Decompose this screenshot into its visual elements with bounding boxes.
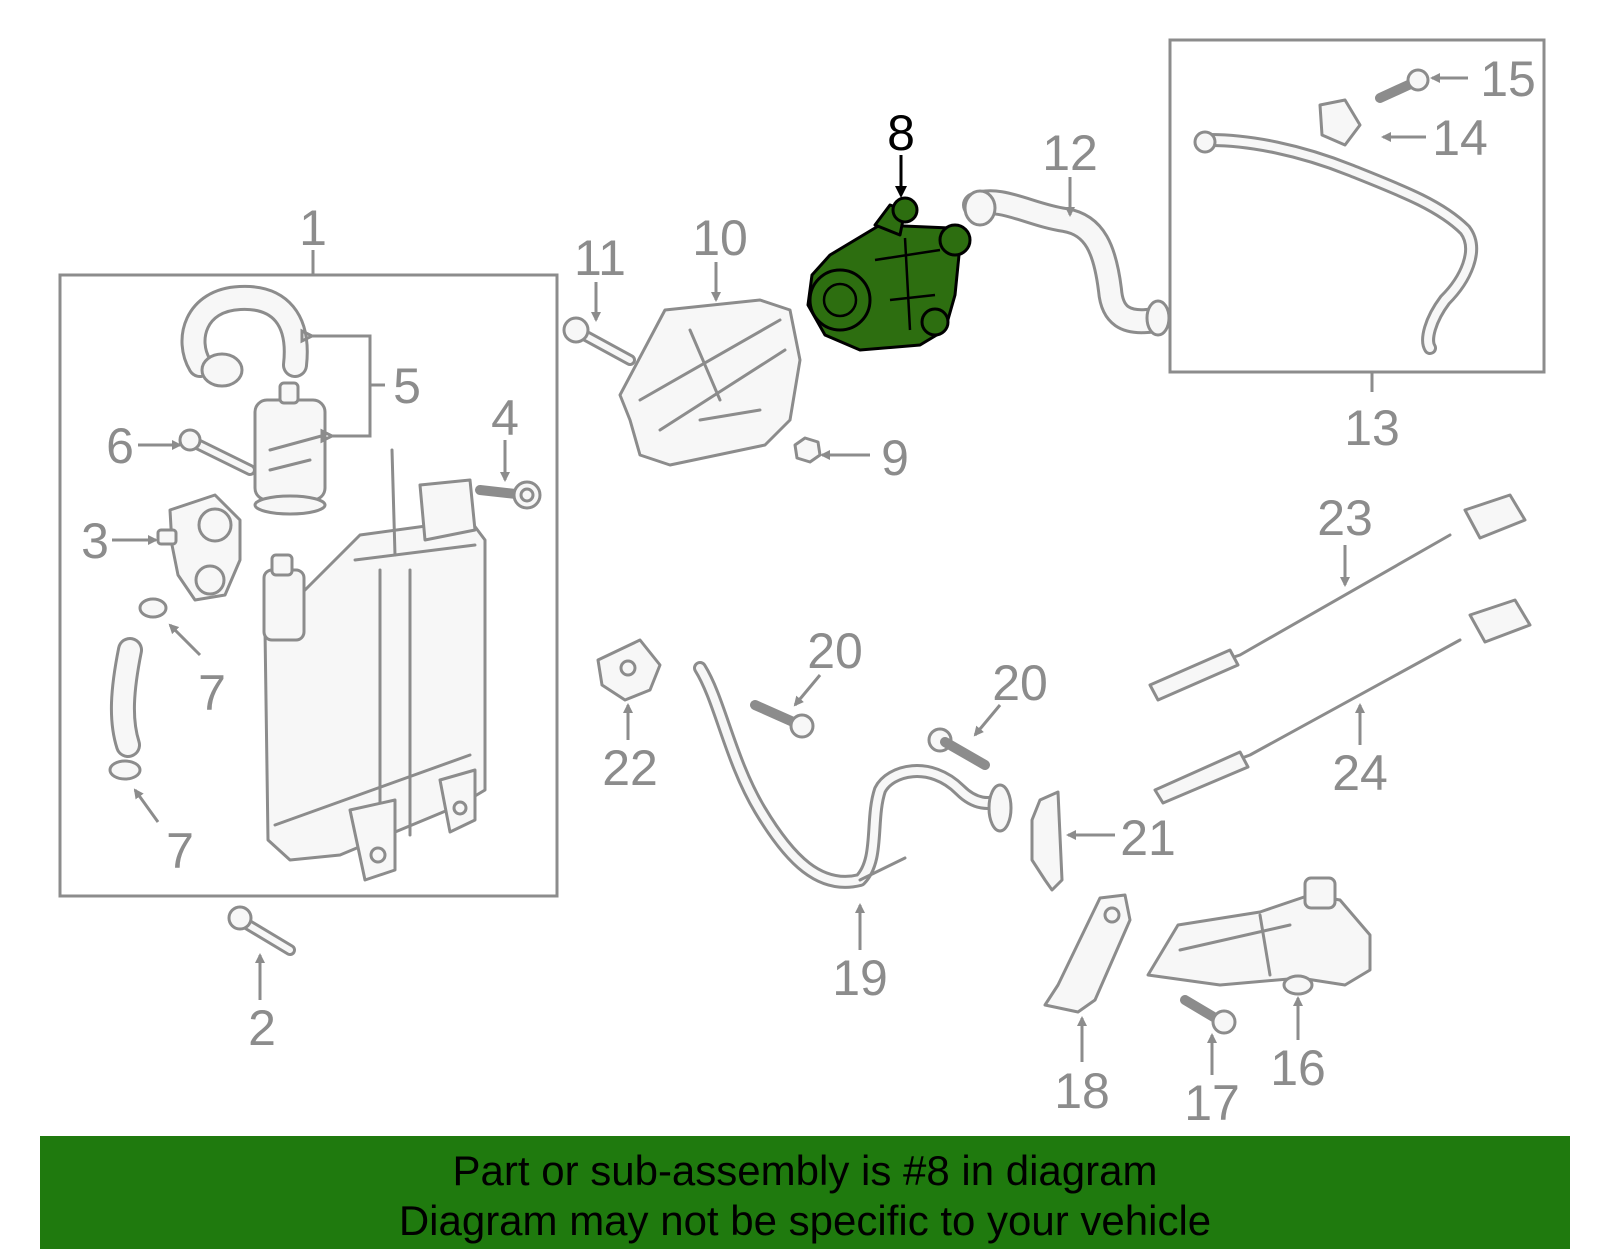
part-2-bolt [227, 905, 296, 956]
part-13-hose-assembly [1193, 68, 1479, 355]
part-21-bracket [1030, 790, 1064, 892]
part-20-bolts [750, 700, 990, 770]
callout-11: 11 [574, 230, 626, 286]
callout-21: 21 [1120, 810, 1176, 866]
callout-24: 24 [1332, 745, 1388, 801]
callout-17: 17 [1184, 1075, 1240, 1131]
callout-10: 10 [692, 210, 748, 266]
part-10-bracket [618, 298, 802, 467]
callout-14: 14 [1432, 110, 1488, 166]
callout-4: 4 [491, 390, 519, 446]
banner-line-2: Diagram may not be specific to your vehi… [398, 1197, 1212, 1244]
part-18-gasket [1043, 893, 1132, 1014]
callouts: 1 2 3 4 5 6 7 7 8 9 10 11 12 13 14 15 16… [81, 51, 1536, 1131]
part-23-sensor [1148, 493, 1527, 702]
part-8-pump-highlighted [806, 196, 972, 352]
callout-16: 16 [1270, 1040, 1326, 1096]
callout-3: 3 [81, 513, 109, 569]
callout-7b: 7 [166, 823, 194, 879]
assembly-box-1 [58, 273, 559, 898]
callout-15: 15 [1480, 51, 1536, 107]
part-3-valve [156, 493, 242, 602]
callout-13: 13 [1344, 400, 1400, 456]
part-12-hose [962, 189, 1171, 337]
part-1-canister [262, 448, 487, 882]
callout-20a: 20 [807, 623, 863, 679]
callout-5: 5 [393, 358, 421, 414]
part-5-hose-and-filter [180, 284, 327, 516]
callout-20b: 20 [992, 655, 1048, 711]
callout-22: 22 [602, 740, 658, 796]
assembly-box-13 [1168, 38, 1546, 374]
callout-8: 8 [887, 105, 915, 161]
part-11-bolt [562, 316, 636, 366]
callout-18: 18 [1054, 1063, 1110, 1119]
callout-9: 9 [881, 430, 909, 486]
leader-lines [112, 73, 1468, 1075]
part-17-bolt [1180, 995, 1237, 1035]
part-16-housing [1146, 876, 1372, 996]
callout-2: 2 [248, 1000, 276, 1056]
callout-1: 1 [299, 200, 327, 256]
callout-23: 23 [1317, 490, 1373, 546]
part-22-gasket [596, 638, 662, 702]
part-24-sensor [1153, 598, 1532, 805]
part-6-bolt [178, 428, 256, 476]
banner-line-1: Part or sub-assembly is #8 in diagram [452, 1147, 1158, 1194]
callout-6: 6 [106, 418, 134, 474]
callout-12: 12 [1042, 125, 1098, 181]
part-9-nut [793, 436, 822, 464]
part-7-clamps-and-hose [108, 597, 168, 781]
callout-19: 19 [832, 950, 888, 1006]
part-4-bolt [475, 480, 542, 510]
part-19-pipe [693, 661, 1013, 889]
info-banner: Part or sub-assembly is #8 in diagram Di… [40, 1136, 1570, 1249]
callout-7a: 7 [198, 665, 226, 721]
